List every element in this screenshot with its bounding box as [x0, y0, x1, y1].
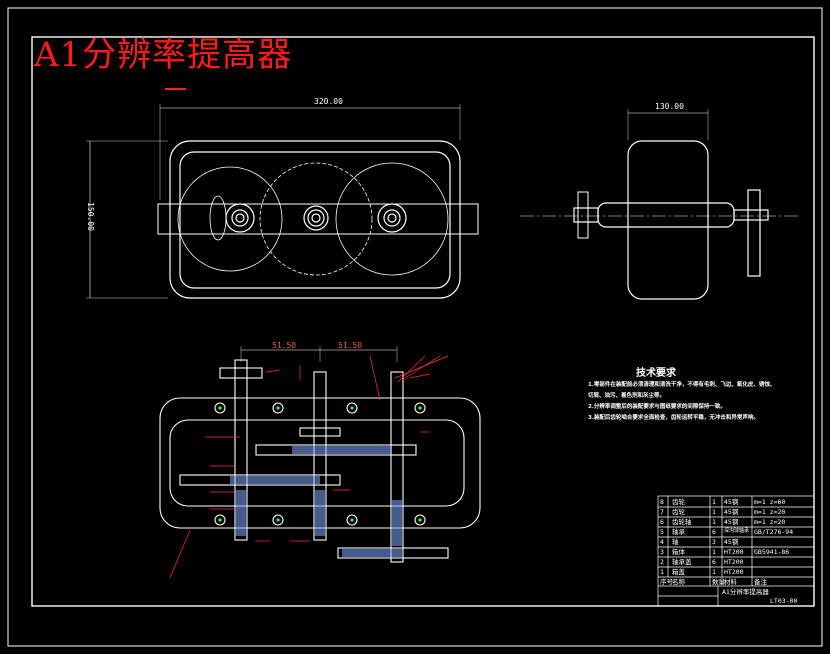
table-cell: 3 — [660, 548, 664, 556]
tech-note: 2.分辨率调整后的装配要求与图纸要求的间隙保持一致。 — [588, 404, 726, 410]
table-header-cell: 数量 — [712, 578, 725, 586]
tech-note: 3.装配后齿轮啮合要求全面检查，齿轮运转平稳，无冲击和异常声响。 — [588, 415, 759, 421]
table-cell: GB/T276-94 — [754, 528, 794, 536]
table-cell: 6 — [660, 518, 664, 526]
table-cell: 齿轮 — [672, 498, 685, 506]
table-cell: 轴 — [672, 538, 679, 546]
green-marks — [218, 406, 422, 522]
table-cell: 6 — [712, 558, 716, 566]
dim-center-1: 51.50 — [272, 341, 297, 350]
table-cell: 轴承 — [672, 528, 685, 536]
table-cell: 2 — [660, 558, 664, 566]
table-cell: 1 — [660, 568, 664, 576]
table-cell: m=1 z=20 — [754, 508, 786, 516]
table-cell: 45钢 — [724, 498, 739, 506]
dim-top-height: 150.00 — [85, 202, 95, 231]
table-cell: 3 — [712, 538, 716, 546]
dim-side-width: 130.00 — [655, 102, 684, 111]
hatch-areas — [230, 446, 402, 557]
table-cell: m=1 z=60 — [754, 498, 786, 506]
tech-requirements-notes: 1.零部件在装配前必须清理和清洗干净，不得有毛刺、飞边、氧化皮、锈蚀、切屑、油污… — [588, 380, 778, 424]
table-cell: 1 — [712, 568, 716, 576]
table-cell: 齿轮轴 — [672, 518, 692, 526]
leader-lines — [169, 355, 449, 579]
table-cell: 45钢 — [724, 508, 739, 516]
dim-center-2: 51.50 — [338, 341, 363, 350]
table-cell: 1 — [712, 518, 716, 526]
table-header-cell: 备注 — [754, 578, 767, 586]
outer-frame — [7, 7, 823, 647]
table-cell: 4 — [660, 538, 664, 546]
table-cell: 箱体 — [672, 548, 685, 556]
table-cell: m=1 z=20 — [754, 518, 786, 526]
table-cell: HT200 — [724, 568, 744, 576]
table-cell: 齿轮 — [672, 508, 685, 516]
table-cell: GB5941-86 — [754, 548, 790, 556]
watermark-title: A1分辨率提高器 — [34, 35, 293, 75]
table-cell: 45钢 — [724, 518, 739, 526]
table-header-cell: 材料 — [724, 578, 737, 586]
title-block-name: A1分辨率提高器 — [722, 588, 769, 596]
table-cell: 45钢 — [724, 538, 739, 546]
parts-table-grid — [657, 495, 815, 607]
inner-frame — [31, 36, 815, 607]
table-cell: 6 — [712, 528, 716, 536]
dim-top-width: 320.00 — [314, 97, 343, 106]
table-cell: 1 — [712, 548, 716, 556]
table-cell: HT200 — [724, 548, 744, 556]
tech-note: 1.零部件在装配前必须清理和清洗干净，不得有毛刺、飞边、氧化皮、锈蚀、切屑、油污… — [588, 382, 776, 399]
side-view — [520, 109, 800, 300]
table-cell: 7 — [660, 508, 664, 516]
table-header-cell: 名称 — [672, 578, 685, 586]
title-block-drawing-no: LT03-00 — [770, 597, 798, 605]
table-cell: 轴承盖 — [672, 558, 692, 566]
top-view — [86, 104, 479, 299]
table-cell: HT200 — [724, 558, 744, 566]
table-cell: 深沟球轴承 — [724, 528, 750, 534]
table-cell: 5 — [660, 528, 664, 536]
table-cell: 1 — [712, 498, 716, 506]
table-cell: 箱盖 — [672, 568, 685, 576]
table-cell: 1 — [712, 508, 716, 516]
table-cell: 8 — [660, 498, 664, 506]
table-header-cell: 序号 — [660, 578, 673, 586]
tech-requirements-title: 技术要求 — [636, 368, 676, 379]
